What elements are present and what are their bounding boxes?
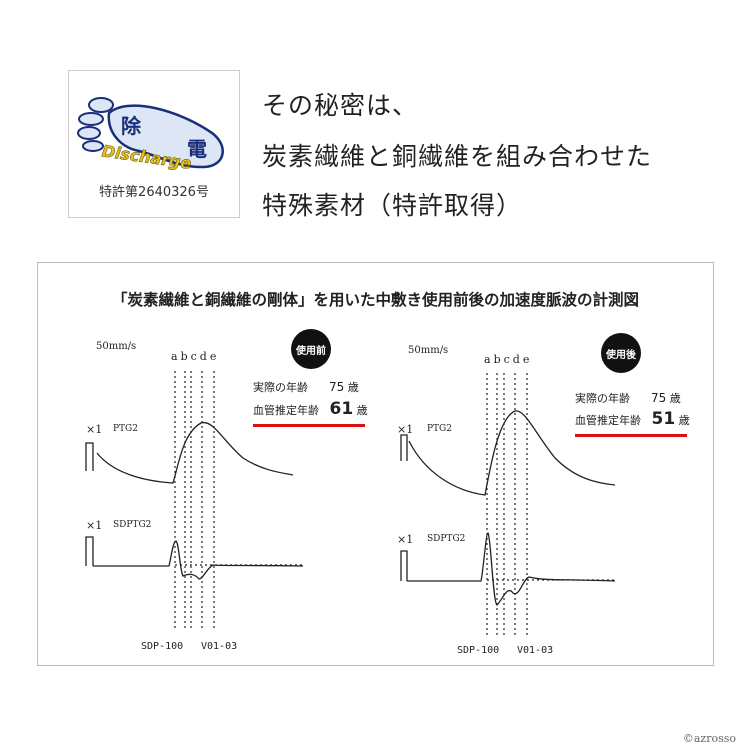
badge-after: 使用後 xyxy=(601,333,641,373)
gain-label: ×1 xyxy=(86,519,103,532)
chart-before: 50mm/s abcde 使用前 実際の年齢 75 歳 血管推定年齢 61 歳 … xyxy=(83,323,413,663)
trace-label: SDPTG2 xyxy=(427,534,466,544)
badge-before: 使用前 xyxy=(291,329,331,369)
logo-kanji-right: 電 xyxy=(187,137,207,161)
gain-label: ×1 xyxy=(86,423,103,436)
speed-label: 50mm/s xyxy=(96,341,137,352)
waveform-plot xyxy=(85,371,304,628)
wave-letters: abcde xyxy=(171,350,220,363)
trace-label: PTG2 xyxy=(427,424,452,434)
actual-age: 実際の年齢 75 歳 xyxy=(575,391,681,405)
vascular-age: 血管推定年齢 61 歳 xyxy=(253,399,368,419)
red-underline xyxy=(253,424,365,427)
headline-line-2: 炭素繊維と銅繊維を組み合わせた xyxy=(262,142,653,171)
calibration-pulse xyxy=(85,536,94,566)
actual-age: 実際の年齢 75 歳 xyxy=(253,380,359,394)
copyright: ©azrosso xyxy=(682,732,736,745)
waveform-plot xyxy=(400,373,616,635)
logo-kanji-left: 除 xyxy=(121,114,142,138)
patent-number: 特許第2640326号 xyxy=(99,185,209,200)
headline-line-3: 特殊素材（特許取得） xyxy=(262,191,523,220)
footprint-icon: 除 電 Discharge xyxy=(77,97,224,173)
device-label: SDP-100 xyxy=(457,645,500,656)
measurement-panel: 「炭素繊維と銅繊維の剛体」を用いた中敷き使用前後の加速度脈波の計測図 50mm/… xyxy=(37,262,714,666)
discharge-logo: 除 電 Discharge 特許第2640326号 xyxy=(68,70,240,218)
calibration-pulse xyxy=(400,550,408,581)
sdptg-trace xyxy=(93,540,304,580)
gain-label: ×1 xyxy=(397,533,414,546)
red-underline xyxy=(575,434,687,437)
version-label: V01-03 xyxy=(517,645,554,656)
calibration-pulse xyxy=(400,434,408,461)
version-label: V01-03 xyxy=(201,641,238,652)
gain-label: ×1 xyxy=(397,423,414,436)
trace-label: SDPTG2 xyxy=(113,520,152,530)
panel-title: 「炭素繊維と銅繊維の剛体」を用いた中敷き使用前後の加速度脈波の計測図 xyxy=(111,291,639,309)
vascular-age: 血管推定年齢 51 歳 xyxy=(575,409,690,429)
wave-letters: abcde xyxy=(484,353,533,366)
chart-after: 50mm/s abcde 使用後 実際の年齢 75 歳 血管推定年齢 51 歳 … xyxy=(395,323,725,663)
trace-label: PTG2 xyxy=(113,424,138,434)
device-label: SDP-100 xyxy=(141,641,184,652)
speed-label: 50mm/s xyxy=(408,345,449,356)
calibration-pulse xyxy=(85,442,94,471)
headline-line-1: その秘密は、 xyxy=(262,91,419,120)
